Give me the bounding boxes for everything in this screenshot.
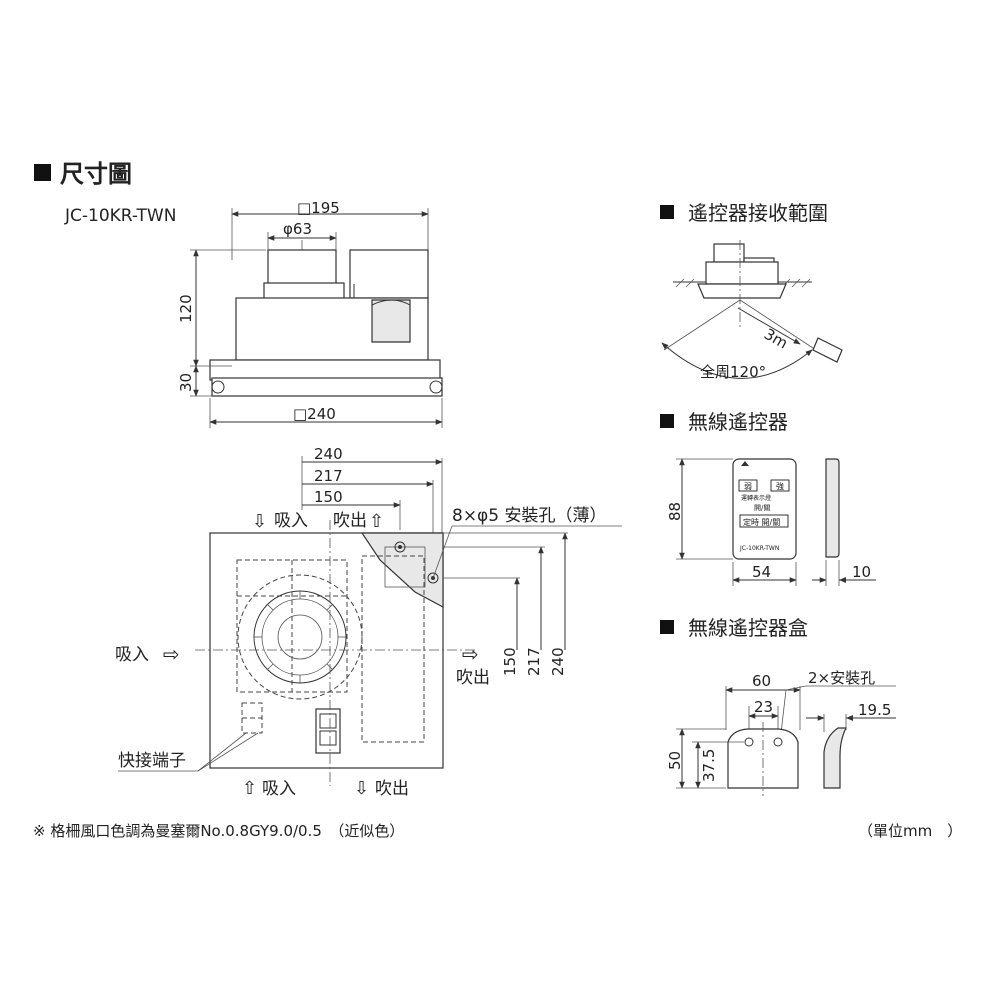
remote-box-section-title: 無線遙控器盒 [688, 616, 808, 640]
btn-indicator: 運轉表示燈 [741, 494, 771, 502]
page-title: 尺寸圖 [60, 160, 132, 188]
range-section-title: 遙控器接收範圍 [688, 201, 828, 225]
dim-top-width: □195 [297, 199, 340, 217]
front-view: 240 217 150 ⇩ 吸入 吹出 ⇧ [115, 445, 622, 799]
box-width: 60 [752, 672, 771, 690]
intake-left-label: 吸入 [115, 645, 149, 665]
remote-diagram: 弱 強 運轉表示燈 開/關 定時 開/關 JC-10KR-TWN 88 54 1… [666, 458, 876, 586]
btn-power: 開/關 [754, 504, 770, 512]
range-angle: 全周120° [700, 363, 766, 381]
dim-height: 120 [177, 294, 195, 323]
remote-depth: 10 [852, 563, 871, 581]
brand-logo-icon [741, 461, 749, 466]
remote-model-label: JC-10KR-TWN [739, 545, 779, 552]
dim-240: 240 [314, 445, 343, 463]
box-hole-pitch: 23 [754, 698, 773, 716]
model-label: JC-10KR-TWN [64, 206, 176, 226]
holes-label: 8×φ5 安裝孔（薄） [452, 506, 607, 526]
down-arrow-icon: ⇩ [252, 511, 267, 532]
dim-panel: 30 [177, 373, 195, 392]
dim-v150: 150 [501, 647, 519, 676]
right-arrow-icon: ⇨ [462, 642, 479, 666]
side-view: □195 φ63 120 30 □240 [177, 199, 443, 428]
connector-label: 快接端子 [118, 751, 186, 771]
dim-v217: 217 [525, 647, 543, 676]
section-bullet-icon [660, 620, 674, 634]
down-arrow-icon: ⇩ [354, 778, 369, 799]
dim-217: 217 [314, 467, 343, 485]
intake-bottom-label: 吸入 [262, 779, 296, 799]
right-arrow-icon: ⇨ [163, 642, 180, 666]
remote-width: 54 [752, 563, 771, 581]
dim-150: 150 [314, 488, 343, 506]
dim-v240: 240 [549, 647, 567, 676]
range-distance: 3m [761, 325, 791, 353]
box-depth: 19.5 [858, 701, 891, 719]
box-holes-label: 2×安裝孔 [808, 669, 875, 687]
outlet-right-label: 吹出 [456, 668, 490, 688]
remote-section-title: 無線遙控器 [688, 410, 788, 434]
outlet-bottom-label: 吹出 [375, 779, 409, 799]
section-bullet-icon [660, 205, 674, 219]
btn-weak: 弱 [744, 482, 752, 491]
box-height: 50 [666, 751, 684, 770]
dim-duct: φ63 [283, 220, 312, 238]
dim-bottom-width: □240 [293, 405, 336, 423]
btn-timer: 定時 開/關 [743, 517, 780, 527]
section-bullet-icon [660, 414, 674, 428]
remote-height: 88 [666, 502, 684, 521]
btn-strong: 強 [776, 481, 784, 491]
remote-box-diagram: 60 2×安裝孔 23 50 37.5 19.5 [666, 669, 896, 796]
intake-top-label: 吸入 [274, 511, 308, 531]
range-diagram: 3m 全周120° [661, 240, 843, 381]
up-arrow-icon: ⇧ [242, 778, 257, 799]
up-arrow-icon: ⇧ [369, 511, 384, 532]
outlet-top-label: 吹出 [333, 511, 367, 531]
title-bullet-icon [34, 164, 51, 181]
footnote: ※ 格柵風口色調為曼塞爾No.0.8GY9.0/0.5 （近似色） [33, 822, 404, 840]
unit-label: （單位mm ） [858, 822, 962, 840]
box-hole-height: 37.5 [700, 749, 718, 782]
